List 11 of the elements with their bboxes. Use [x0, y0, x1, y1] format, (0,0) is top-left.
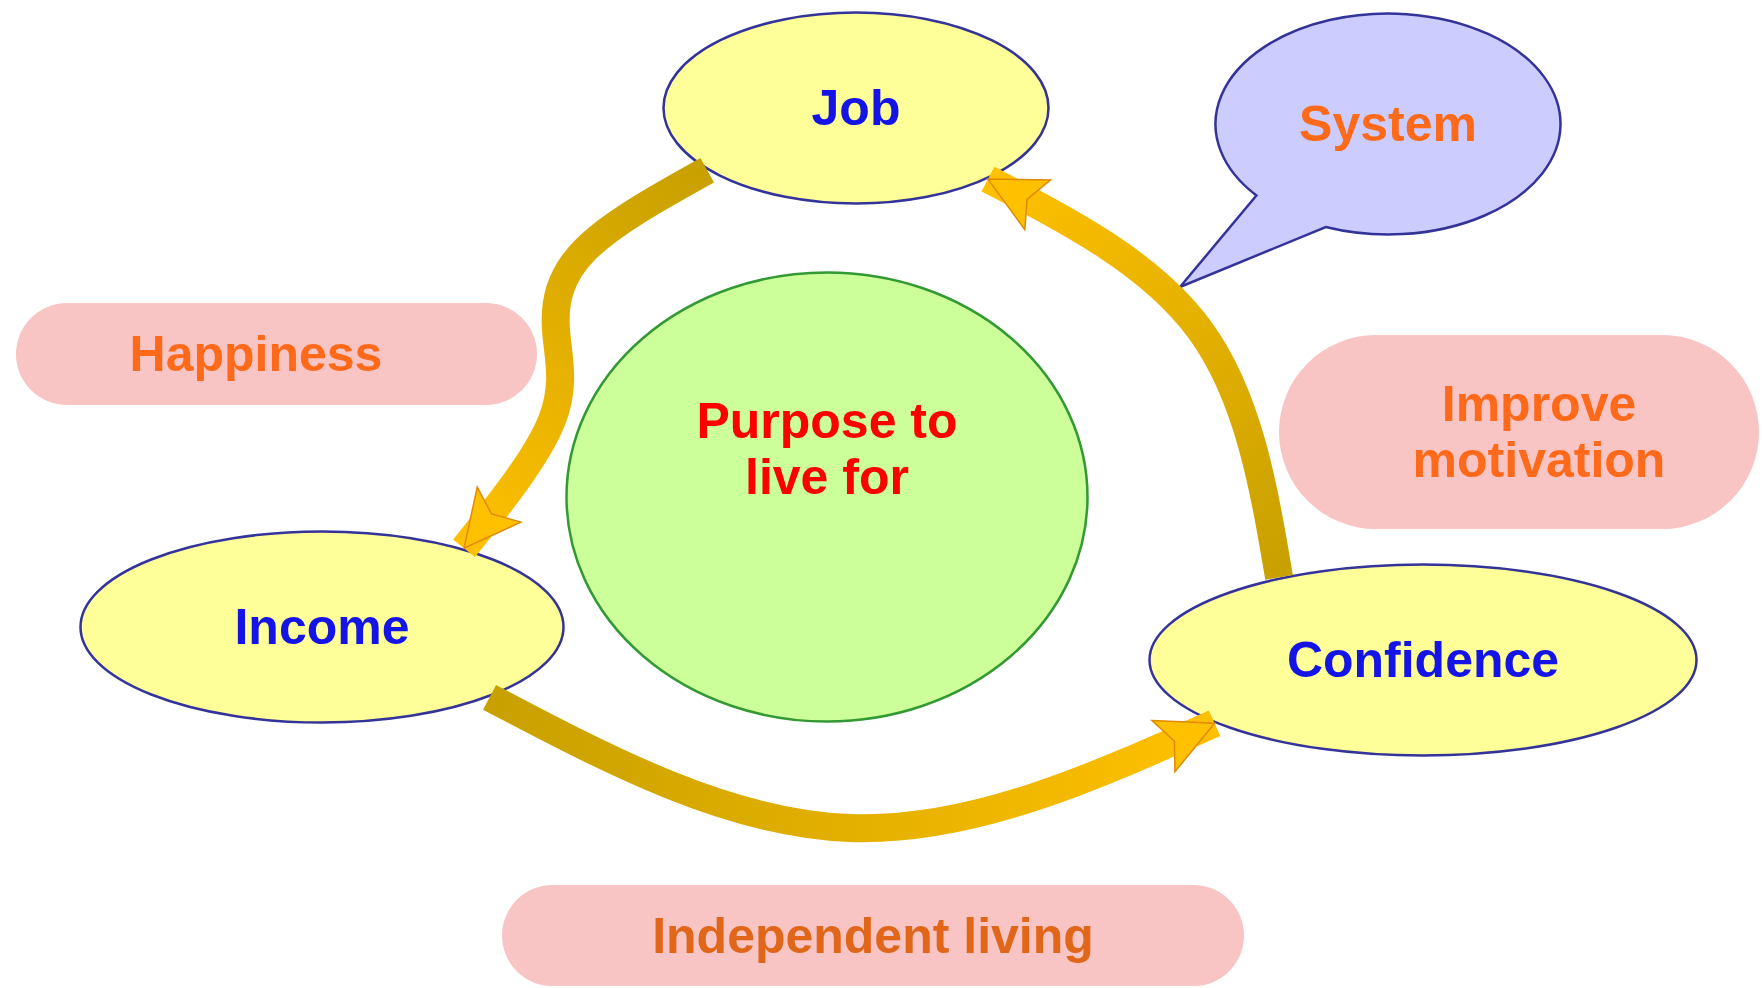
node-label: Job [811, 80, 901, 136]
node-label: Confidence [1286, 632, 1560, 688]
node-label: Purpose to live for [695, 393, 959, 505]
curved-arrow [453, 158, 714, 558]
curved-arrow [981, 166, 1293, 580]
node-label: Income [234, 599, 410, 655]
node-label: System [1299, 96, 1477, 152]
node-label: Improve motivation [1411, 376, 1667, 488]
node-label: Happiness [129, 326, 383, 382]
node-label: Independent living [652, 907, 1094, 964]
curved-arrow [483, 684, 1221, 842]
